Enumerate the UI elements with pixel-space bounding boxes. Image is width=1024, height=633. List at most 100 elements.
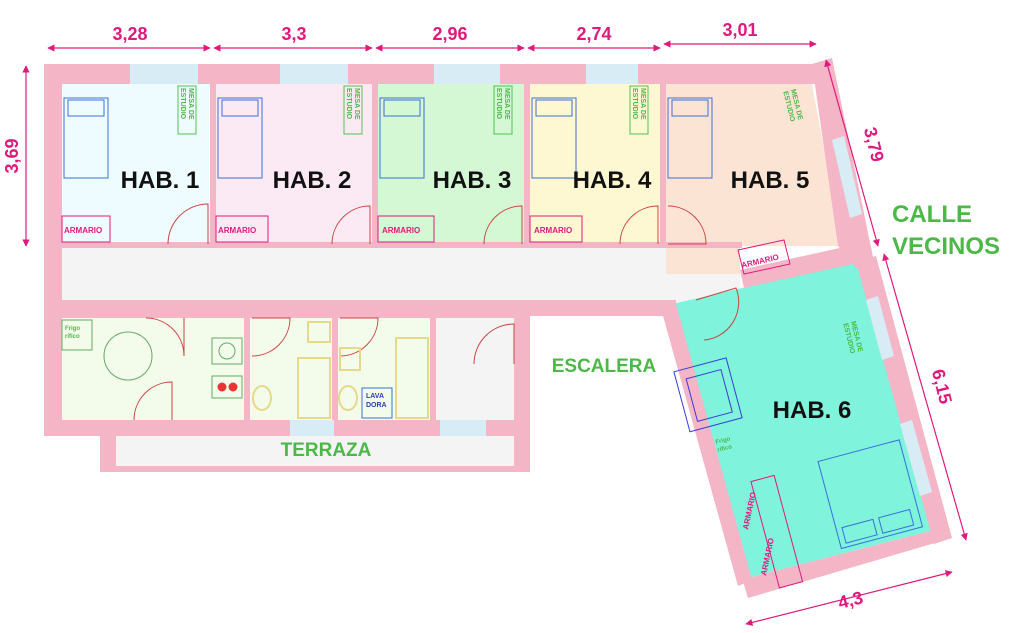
window [130, 64, 198, 84]
kitchen-table [103, 331, 153, 381]
burner [217, 382, 227, 392]
sink-bath-2 [339, 347, 361, 371]
fridge-labels: Frigo rífico Frigo rífico [65, 326, 733, 454]
dim-top-3: 2,96 [432, 24, 467, 44]
toilet-2 [338, 385, 358, 411]
dim-line-right-upper [824, 59, 880, 247]
hall-floor [436, 318, 514, 422]
armchair-seat [685, 368, 733, 422]
wall-between-1-2 [210, 84, 216, 246]
door-bath-1 [251, 317, 291, 357]
wardrobe-label: ARMARIO [534, 226, 572, 235]
fridge-label: rífico [65, 334, 80, 340]
bed-room-3 [379, 97, 425, 179]
door-entrance [473, 323, 515, 365]
bathroom-1-floor [250, 318, 332, 422]
bathtub-1 [297, 357, 331, 419]
pillow [535, 99, 573, 117]
desk-room-2 [343, 85, 363, 135]
dim-right-upper: 3,79 [860, 125, 888, 164]
door-room-5 [667, 205, 707, 245]
door-room-6 [695, 287, 740, 341]
dim-top-1: 3,28 [112, 24, 147, 44]
pillow [841, 518, 878, 544]
wall-bath-right [430, 318, 436, 422]
pillow [383, 99, 421, 117]
door-kitchen-inner [133, 381, 173, 421]
pillow [221, 99, 259, 117]
desk-label: MESA DE [187, 88, 194, 120]
bathtub-2 [395, 337, 429, 419]
wall-terrace-bottom [100, 466, 530, 472]
window [290, 420, 334, 436]
desk-label: ESTUDIO [179, 88, 186, 120]
stove [211, 375, 243, 399]
desk-room-1 [177, 85, 197, 135]
dim-top-4: 2,74 [576, 24, 611, 44]
bed-room-1 [63, 97, 109, 179]
wall-left [44, 64, 62, 436]
washing-machine [361, 387, 393, 419]
dimension-labels: 3,28 3,3 2,96 2,74 3,01 3,69 3,79 6,15 4… [2, 20, 956, 613]
room-label-5: HAB. 5 [731, 167, 810, 194]
dim-left: 3,69 [2, 138, 22, 173]
doors [133, 203, 740, 421]
room-label-4: HAB. 4 [573, 167, 652, 194]
desk-label: MESA DE [353, 88, 360, 120]
area-labels: ESCALERA TERRAZA CALLE VECINOS [281, 201, 1000, 461]
wardrobe-room-2 [215, 215, 269, 243]
wardrobe-room-5 [737, 239, 791, 275]
dim-bottom: 4,3 [836, 587, 865, 612]
dimension-lines [22, 40, 968, 626]
room-6-floor [672, 262, 934, 578]
desk-label: ESTUDIO [631, 88, 638, 120]
wall-kitchen-right [244, 318, 250, 422]
room-4-floor [530, 84, 660, 244]
door-room-2 [331, 205, 371, 245]
toilet-1 [252, 385, 272, 411]
sink-bowl [218, 342, 236, 360]
wall-stair-top [514, 300, 676, 316]
room-label-3: HAB. 3 [433, 167, 512, 194]
door-room-3 [483, 205, 523, 245]
washer-label-line-2: DORA [366, 402, 387, 409]
door-room-4 [619, 205, 659, 245]
wardrobe-label: ARMARIO [382, 226, 420, 235]
room-labels: HAB. 1 HAB. 2 HAB. 3 HAB. 4 HAB. 5 HAB. … [121, 167, 852, 424]
fridge-label: Frigo [715, 436, 731, 446]
window [434, 64, 500, 84]
armchair-room-6 [673, 357, 743, 433]
wardrobe-room-4 [529, 215, 583, 243]
dim-top-2: 3,3 [281, 24, 306, 44]
pillow [67, 99, 105, 117]
wall-room6-left [662, 304, 752, 586]
room-label-2: HAB. 2 [273, 167, 352, 194]
window [280, 64, 348, 84]
kitchen-floor [60, 318, 244, 422]
window [440, 420, 486, 436]
desk-room-3 [493, 85, 513, 135]
desk-label: MESA DE [503, 88, 510, 120]
window [586, 64, 638, 84]
pillow [671, 99, 709, 117]
door-room-1 [167, 203, 209, 245]
fridge [61, 319, 93, 351]
door-kitchen [145, 317, 185, 357]
dim-line-right-lower [882, 253, 968, 541]
wardrobe-label: ARMARIO [64, 226, 102, 235]
terrace-label: TERRAZA [281, 440, 372, 461]
bed-room-2 [217, 97, 263, 179]
dim-right-lower: 6,15 [928, 367, 956, 406]
washer-label: LAVA DORA [366, 393, 387, 409]
room-3-floor [378, 84, 524, 244]
street-label-line-2: VECINOS [892, 233, 1000, 260]
washer-label-line-1: LAVA [366, 393, 384, 400]
desk-label: ESTUDIO [345, 88, 352, 120]
desk-label: ESTUDIO [495, 88, 502, 120]
wall-between-3-4 [524, 84, 530, 246]
wall-terrace-right [514, 302, 530, 472]
fridge-label: rífico [717, 444, 733, 453]
room-1-floor [62, 84, 210, 244]
dim-line-bottom [745, 570, 953, 626]
